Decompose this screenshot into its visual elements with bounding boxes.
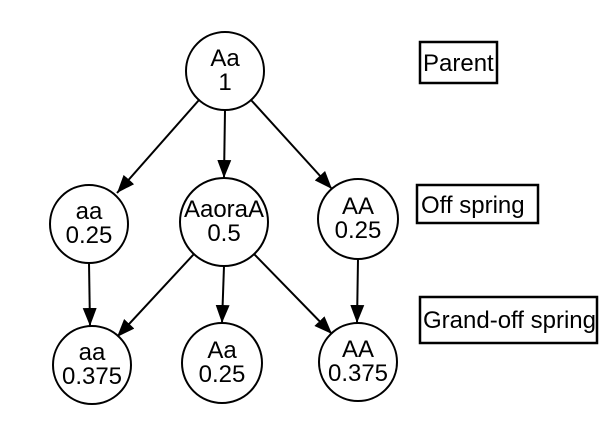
node-grand-recessive-genotype: aa [79, 339, 106, 366]
label-grand-offspring: Grand-off spring [418, 295, 599, 345]
node-grandoffspring-homozygous-dominant: AA 0.375 [318, 322, 398, 402]
node-grand-hetero-probability: 0.25 [199, 361, 246, 388]
edge-parent-to-offspring-recessive [116, 99, 200, 194]
label-grand-offspring-text: Grand-off spring [423, 307, 596, 334]
edge-offspring-hetero-to-grand-hetero [215, 265, 230, 324]
node-parent-circle [185, 31, 265, 111]
node-grand-dominant-genotype: AA [342, 336, 374, 363]
node-offspring-dominant-circle [317, 178, 399, 260]
edge-offspring-recessive-to-grand-recessive [82, 262, 97, 327]
label-parent: Parent [418, 40, 499, 85]
label-offspring-box [415, 183, 540, 225]
node-offspring-dominant-genotype: AA [342, 193, 374, 220]
label-parent-text: Parent [423, 50, 494, 77]
node-grandoffspring-homozygous-recessive: aa 0.375 [52, 325, 132, 405]
node-grand-hetero-genotype: Aa [207, 337, 237, 364]
edge-offspring-hetero-to-grand-dominant [253, 253, 333, 335]
node-grand-dominant-probability: 0.375 [328, 360, 388, 387]
node-offspring-recessive-probability: 0.25 [66, 222, 113, 249]
node-offspring-homozygous-dominant: AA 0.25 [317, 178, 399, 260]
label-offspring: Off spring [415, 183, 540, 225]
node-grand-recessive-probability: 0.375 [62, 363, 122, 390]
node-grand-recessive-circle [52, 325, 132, 405]
node-offspring-homozygous-recessive: aa 0.25 [49, 184, 129, 264]
node-offspring-recessive-genotype: aa [76, 198, 103, 225]
node-parent-genotype: Aa [210, 45, 240, 72]
node-offspring-heterozygous: AaoraA 0.5 [179, 177, 269, 267]
node-offspring-recessive-circle [49, 184, 129, 264]
node-parent-probability: 1 [218, 69, 231, 96]
node-grand-hetero-circle [181, 322, 263, 404]
node-grand-dominant-circle [318, 322, 398, 402]
node-offspring-dominant-probability: 0.25 [335, 217, 382, 244]
edge-offspring-dominant-to-grand-dominant [350, 258, 365, 324]
node-offspring-hetero-probability: 0.5 [207, 220, 240, 247]
edge-parent-to-offspring-dominant [250, 99, 333, 190]
node-grandoffspring-heterozygous: Aa 0.25 [181, 322, 263, 404]
node-offspring-hetero-circle [179, 177, 269, 267]
node-offspring-hetero-genotype: AaoraA [184, 196, 264, 223]
edge-offspring-hetero-to-grand-recessive [116, 253, 195, 338]
edge-parent-to-offspring-hetero [217, 109, 232, 179]
node-parent: Aa 1 [185, 31, 265, 111]
label-offspring-text: Off spring [421, 192, 525, 219]
label-parent-box [418, 40, 499, 85]
label-grand-offspring-box [418, 295, 599, 345]
